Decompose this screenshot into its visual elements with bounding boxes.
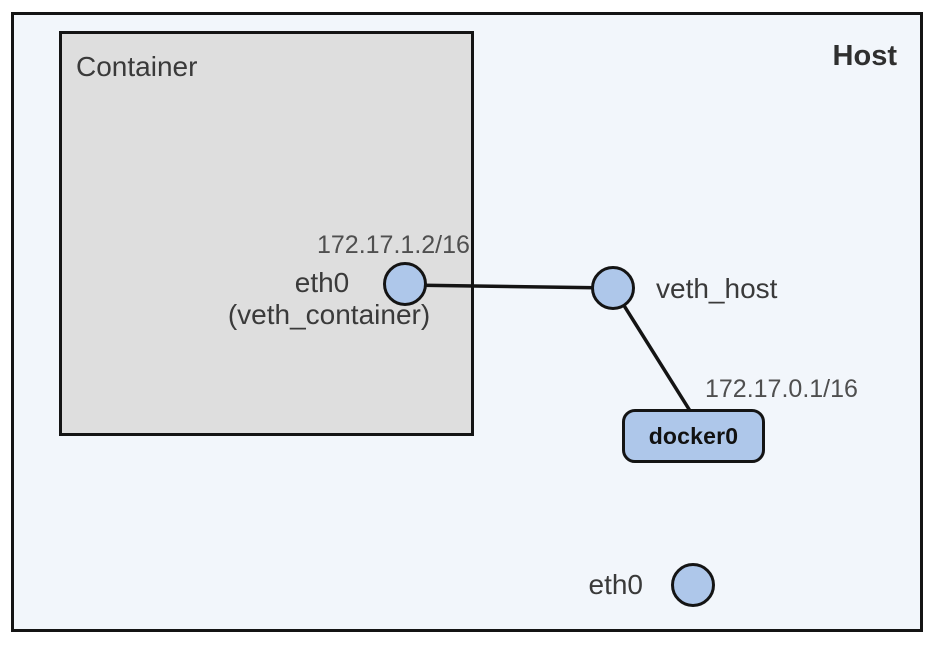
container-label: Container [76,51,198,82]
eth0-host-label: eth0 [588,569,644,600]
eth0-container-ip-label: 172.17.1.2/16 [317,231,470,259]
docker0-bridge-node: docker0 [622,409,765,463]
docker0-label: docker0 [648,422,739,449]
eth0-container-label: eth0 [294,267,350,298]
eth0-host-interface-node-icon [671,563,715,607]
veth-host-interface-node-icon [591,266,635,310]
docker0-ip-label: 172.17.0.1/16 [705,375,858,403]
eth0-container-interface-node-icon [383,262,427,306]
container-box [59,31,474,436]
host-label: Host [832,40,897,72]
veth-host-label: veth_host [656,273,778,304]
